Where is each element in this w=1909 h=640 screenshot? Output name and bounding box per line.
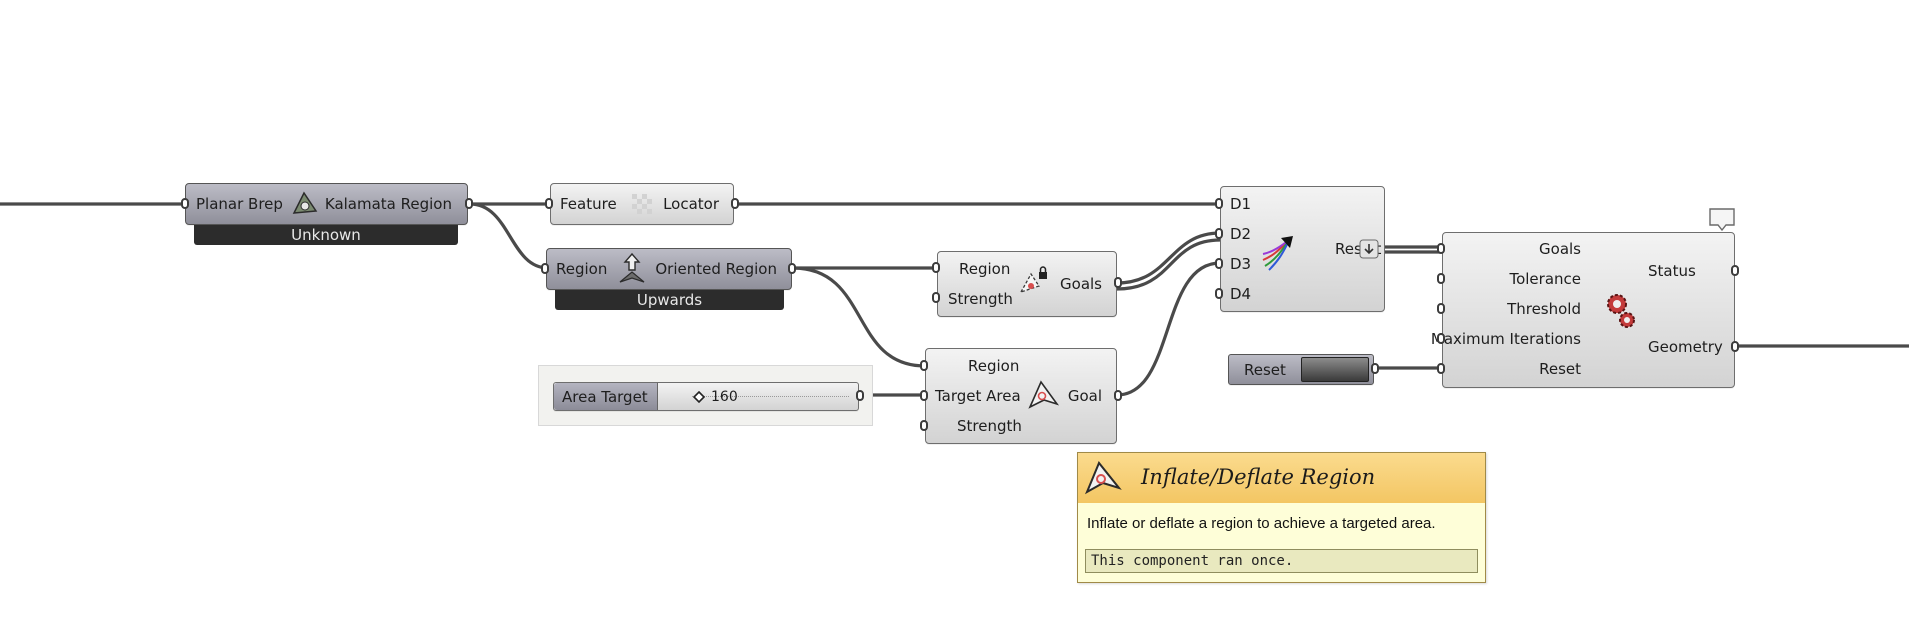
solver-tolerance-port[interactable] <box>1437 273 1445 284</box>
oriented-region-output-port[interactable] <box>788 263 796 274</box>
merge-d2-port[interactable] <box>1215 228 1223 239</box>
goals-component[interactable]: Region Strength Goals <box>937 251 1117 317</box>
solver-reset-port[interactable] <box>1437 363 1445 374</box>
kalamata-region-output-port[interactable] <box>465 198 473 209</box>
solver-threshold-port[interactable] <box>1437 303 1445 314</box>
reset-button-label: Reset <box>1244 361 1286 379</box>
orient-arrow-icon <box>619 252 645 283</box>
gear-icon <box>1607 294 1635 328</box>
merge-d3-label: D3 <box>1230 255 1252 273</box>
solver-geometry-port[interactable] <box>1731 341 1739 352</box>
merge-d3-port[interactable] <box>1215 258 1223 269</box>
kalamata-region-output-label: Kalamata Region <box>324 195 452 213</box>
solver-reset-label: Reset <box>1539 360 1581 378</box>
goal-output-port[interactable] <box>1114 390 1122 401</box>
region-brep-icon <box>292 191 318 214</box>
wire-oriented-to-goal <box>791 266 927 368</box>
merge-d4-label: D4 <box>1230 285 1252 303</box>
solver-tolerance-label: Tolerance <box>1509 270 1581 288</box>
feature-label: Feature <box>560 195 617 213</box>
tooltip-description: Inflate or deflate a region to achieve a… <box>1087 515 1436 532</box>
locator-label: Locator <box>663 195 719 213</box>
kalamata-region-component[interactable]: Planar Brep Kalamata Region <box>185 183 468 225</box>
goal-region-input-label: Region <box>968 357 1020 375</box>
solver-component[interactable]: Goals Tolerance Threshold Maximum Iterat… <box>1431 232 1735 388</box>
solver-max-iterations-port[interactable] <box>1437 333 1445 344</box>
oriented-region-component[interactable]: Region Oriented Region <box>546 248 792 290</box>
solver-goals-label: Goals <box>1539 240 1581 258</box>
solver-threshold-label: Threshold <box>1507 300 1581 318</box>
solver-status-port[interactable] <box>1731 265 1739 276</box>
inflate-region-icon <box>1028 380 1060 409</box>
area-target-label-box <box>554 383 658 410</box>
unknown-tag: Unknown <box>194 225 458 245</box>
oriented-region-output-label: Oriented Region <box>655 260 777 278</box>
tooltip-title: Inflate/Deflate Region <box>1141 465 1376 489</box>
area-target-value: 160 <box>711 389 738 405</box>
solver-max-iterations-label: Maximum Iterations <box>1430 330 1581 348</box>
wire-goal-to-d3 <box>1115 261 1222 397</box>
region-input-label: Region <box>556 260 608 278</box>
solver-geometry-label: Geometry <box>1648 338 1723 356</box>
goal-target-area-input-label: Target Area <box>935 387 1021 405</box>
merge-d2-label: D2 <box>1230 225 1252 243</box>
planar-brep-input-port[interactable] <box>181 198 189 209</box>
goal-target-area-port[interactable] <box>920 390 928 401</box>
slider-grip-icon[interactable] <box>693 391 705 403</box>
slider-output-port[interactable] <box>856 390 864 401</box>
locator-output-port[interactable] <box>731 198 739 209</box>
component-tooltip: Inflate/Deflate Region Inflate or deflat… <box>1077 452 1486 583</box>
wire-goals-to-d2-b <box>1115 238 1222 291</box>
goals-output-port[interactable] <box>1114 277 1122 288</box>
goals-output-label: Goals <box>1060 275 1102 293</box>
solver-goals-port[interactable] <box>1437 243 1445 254</box>
goal-region-port[interactable] <box>920 360 928 371</box>
inflate-region-icon <box>1084 461 1122 495</box>
region-input-port[interactable] <box>541 263 549 274</box>
checker-locator-icon <box>632 194 652 214</box>
goal-strength-port[interactable] <box>920 420 928 431</box>
speech-bubble-icon[interactable] <box>1708 207 1736 233</box>
wire-goals-to-d2 <box>1115 231 1222 285</box>
dropdown-arrow-icon[interactable] <box>1359 239 1379 259</box>
goal-output-label: Goal <box>1067 387 1102 405</box>
inflate-deflate-goal-component[interactable]: Region Target Area Strength Goal <box>925 348 1117 444</box>
merge-d4-port[interactable] <box>1215 288 1223 299</box>
slider-track[interactable] <box>692 396 849 397</box>
feature-locator-component[interactable]: Feature Locator <box>550 183 734 225</box>
wire-brep-to-region <box>468 202 550 270</box>
goals-lock-icon <box>1019 266 1047 294</box>
merge-d1-label: D1 <box>1230 195 1252 213</box>
feature-input-port[interactable] <box>545 198 553 209</box>
tooltip-header: Inflate/Deflate Region <box>1078 453 1485 503</box>
reset-output-port[interactable] <box>1371 363 1379 374</box>
goals-strength-port[interactable] <box>932 292 940 303</box>
merge-component[interactable]: D1 D2 D3 D4 Result <box>1220 186 1385 312</box>
upwards-tag: Upwards <box>555 290 784 310</box>
tooltip-status: This component ran once. <box>1085 549 1478 573</box>
area-target-slider[interactable]: Area Target 160 <box>553 382 859 411</box>
reset-button-face[interactable] <box>1301 357 1369 382</box>
area-target-label: Area Target <box>562 388 648 406</box>
merge-d1-port[interactable] <box>1215 198 1223 209</box>
merge-arrow-icon <box>1262 236 1293 271</box>
goal-strength-input-label: Strength <box>957 417 1022 435</box>
goals-region-port[interactable] <box>932 262 940 273</box>
goals-strength-input-label: Strength <box>948 290 1013 308</box>
planar-brep-input-label: Planar Brep <box>196 195 283 213</box>
solver-status-label: Status <box>1648 262 1696 280</box>
reset-button-component[interactable]: Reset <box>1228 354 1374 385</box>
goals-region-input-label: Region <box>959 260 1011 278</box>
